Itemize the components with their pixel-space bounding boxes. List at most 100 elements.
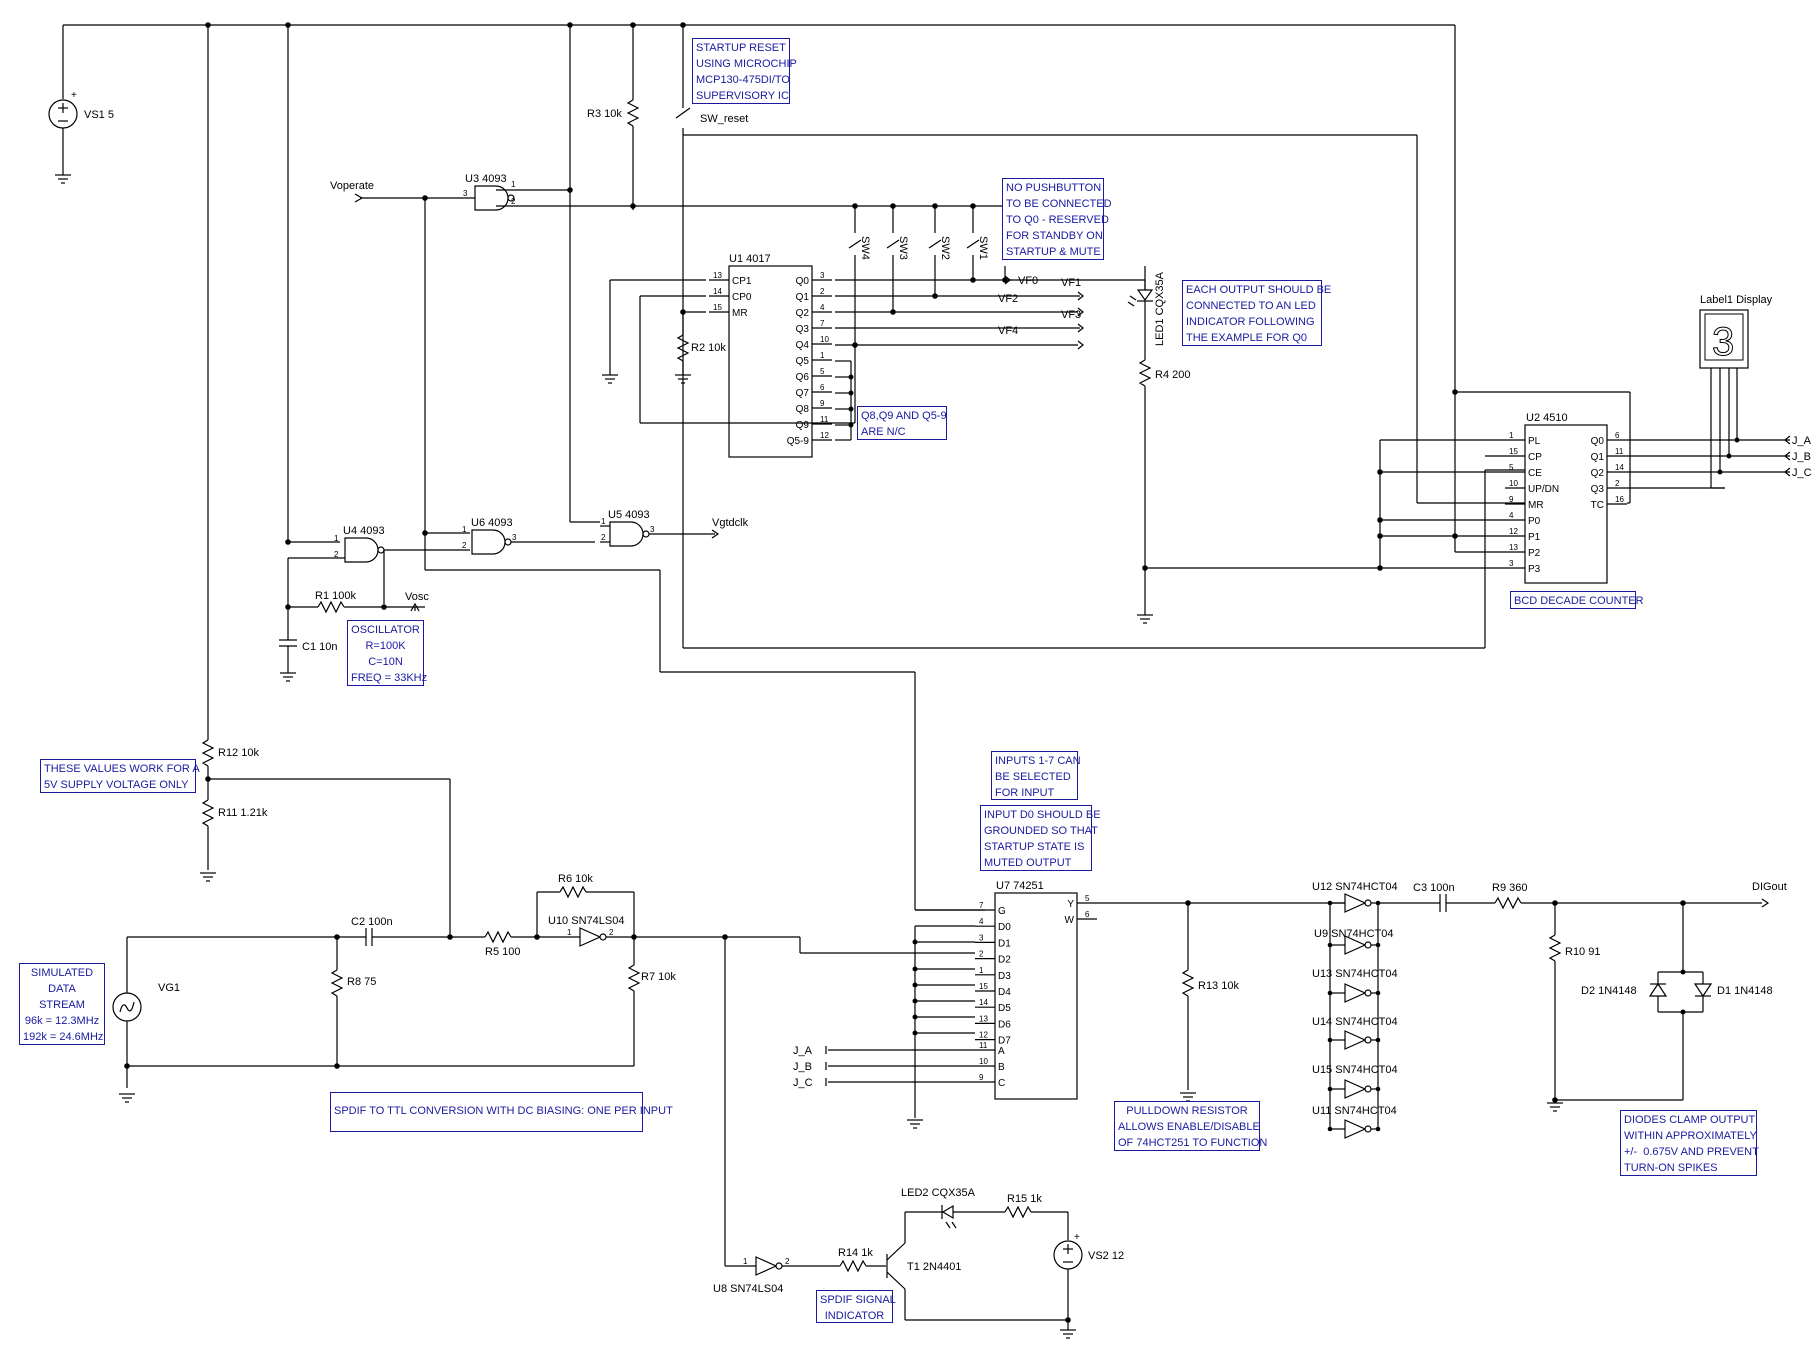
pin-q9-name: Q9: [796, 420, 810, 431]
pin-cp-number: 15: [1509, 447, 1518, 456]
pin-d2-name: D2: [998, 955, 1011, 966]
r11-resistor: R11 1.21k: [200, 776, 451, 937]
pin-mr-name: MR: [1528, 500, 1544, 511]
pin-d3-number: 1: [979, 966, 984, 975]
pin-d2-number: 2: [979, 950, 984, 959]
pin-y-number: 5: [1085, 894, 1090, 903]
jc-label-left: J_C: [793, 1077, 813, 1089]
pin-ce-name: CE: [1528, 468, 1542, 479]
u11-label: U11 SN74HCT04: [1312, 1105, 1397, 1117]
pin-g-number: 7: [979, 901, 984, 910]
vs1-label: VS1 5: [84, 109, 114, 121]
pin-d6-number: 13: [979, 1014, 988, 1023]
junction-dot: [1375, 1086, 1381, 1092]
junction-dot: [1327, 1037, 1333, 1043]
pin-q1-number: 2: [820, 287, 825, 296]
u8-label: U8 SN74LS04: [713, 1283, 783, 1295]
inverter-bubble: [1364, 941, 1372, 949]
pin-y-name: Y: [1067, 899, 1074, 910]
pin-q9-number: 11: [820, 415, 829, 424]
pin-d0-name: D0: [998, 922, 1011, 933]
r3-label: R3 10k: [587, 108, 622, 120]
ground-symbol: [55, 174, 71, 184]
led1: LED1 CQX35A: [1127, 266, 1166, 360]
r4-resistor: R4 200: [1137, 359, 1190, 624]
vg1-label: VG1: [158, 982, 180, 994]
u2-label: U2 4510: [1526, 412, 1568, 424]
inverter-bubble: [1364, 1036, 1372, 1044]
pin-p0-number: 4: [1509, 511, 1514, 520]
note-spdif-indicator: SPDIF SIGNAL INDICATOR: [816, 1290, 896, 1323]
pin-g-name: G: [998, 906, 1006, 917]
svg-text:1: 1: [334, 534, 339, 543]
pin-d7-name: D7: [998, 1036, 1011, 1047]
pin-q0-name: Q0: [1591, 436, 1605, 447]
pin-tc-name: TC: [1591, 500, 1604, 511]
pin-p2-number: 13: [1509, 543, 1518, 552]
u3-label: U3 4093: [465, 173, 507, 185]
junction-dot: [1375, 942, 1381, 948]
r3-resistor: R3 10k: [587, 25, 640, 210]
pin-d6-name: D6: [998, 1019, 1011, 1030]
hct04-buffer-bank: U12 SN74HCT04 U9 SN74HCT04 U13 SN74HCT04…: [1312, 881, 1398, 1139]
u2-4510-counter: U2 4510 1PL15CP5CE10UP/DN9MR4P012P113P23…: [1145, 368, 1790, 584]
vg1-signal-source: VG1: [112, 934, 634, 1103]
jb-label-left: J_B: [793, 1061, 812, 1073]
pin-p1-number: 12: [1509, 527, 1518, 536]
ja-label-right: J_A: [1792, 435, 1812, 447]
pin-a-name: A: [998, 1046, 1005, 1057]
pin-cp0-name: CP0: [732, 292, 752, 303]
d2-label: D2 1N4148: [1581, 985, 1637, 997]
pin-q8-name: Q8: [796, 404, 810, 415]
u13-label: U13 SN74HCT04: [1312, 968, 1398, 980]
voperate-terminal: Voperate: [330, 180, 374, 203]
ground-symbol: [602, 374, 618, 384]
note-q8-q9-nc: Q8,Q9 AND Q5-9 ARE N/C: [857, 406, 947, 440]
display-digit: 3: [1712, 320, 1734, 364]
pin-q1-number: 11: [1615, 447, 1624, 456]
inverter-symbol: [1344, 1030, 1367, 1050]
pin-d4-number: 15: [979, 982, 988, 991]
junction-dot: [1327, 942, 1333, 948]
sw-reset-label: SW_reset: [700, 113, 748, 125]
svg-text:1: 1: [567, 928, 572, 937]
inverter-bubble: [1364, 989, 1372, 997]
pin-pl-number: 1: [1509, 431, 1514, 440]
led2-label: LED2 CQX35A: [901, 1187, 976, 1199]
u1-label: U1 4017: [729, 253, 771, 265]
pin-q3-number: 7: [820, 319, 825, 328]
note-pulldown: PULLDOWN RESISTOR ALLOWS ENABLE/DISABLE …: [1114, 1101, 1267, 1151]
t1-label: T1 2N4401: [907, 1261, 961, 1273]
note-diodes-clamp: DIODES CLAMP OUTPUT WITHIN APPROXIMATELY…: [1620, 1110, 1759, 1176]
u6-nand-gate: U6 4093 1 2 3: [384, 198, 985, 911]
pin-cp-name: CP: [1528, 452, 1542, 463]
pin-ce-number: 5: [1509, 463, 1514, 472]
pin-q5-number: 1: [820, 351, 825, 360]
u12-label: U12 SN74HCT04: [1312, 881, 1398, 893]
pin-up-dn-number: 10: [1509, 479, 1518, 488]
pin-p0-name: P0: [1528, 516, 1541, 527]
pin-cp0-number: 14: [713, 287, 722, 296]
u10-inverter: R6 10k U10 SN74LS04 1 2: [534, 873, 725, 947]
svg-text:2: 2: [511, 197, 516, 206]
pin-q8-number: 9: [820, 399, 825, 408]
u10-label: U10 SN74LS04: [548, 915, 624, 927]
r13-resistor: R13 10k: [1180, 900, 1239, 1102]
note-inputs-1-7: INPUTS 1-7 CAN BE SELECTED FOR INPUT: [991, 751, 1081, 800]
vf0-label: VF0: [1018, 275, 1038, 287]
pin-c-name: C: [998, 1078, 1005, 1089]
r15-resistor: R15 1k: [1004, 1193, 1069, 1240]
c1-label: C1 10n: [302, 641, 337, 653]
u6-label: U6 4093: [471, 517, 513, 529]
u15-label: U15 SN74HCT04: [1312, 1064, 1398, 1076]
pin-q7-number: 6: [820, 383, 825, 392]
pin-p3-number: 3: [1509, 559, 1514, 568]
vf1-label: VF1: [1061, 277, 1081, 289]
pin-b-number: 10: [979, 1057, 988, 1066]
r5-label: R5 100: [485, 946, 520, 958]
r14-label: R14 1k: [838, 1247, 873, 1259]
clamp-diodes: D2 1N4148 D1 1N4148: [1581, 903, 1773, 1100]
pin-b-name: B: [998, 1062, 1005, 1073]
r7-label: R7 10k: [641, 971, 676, 983]
